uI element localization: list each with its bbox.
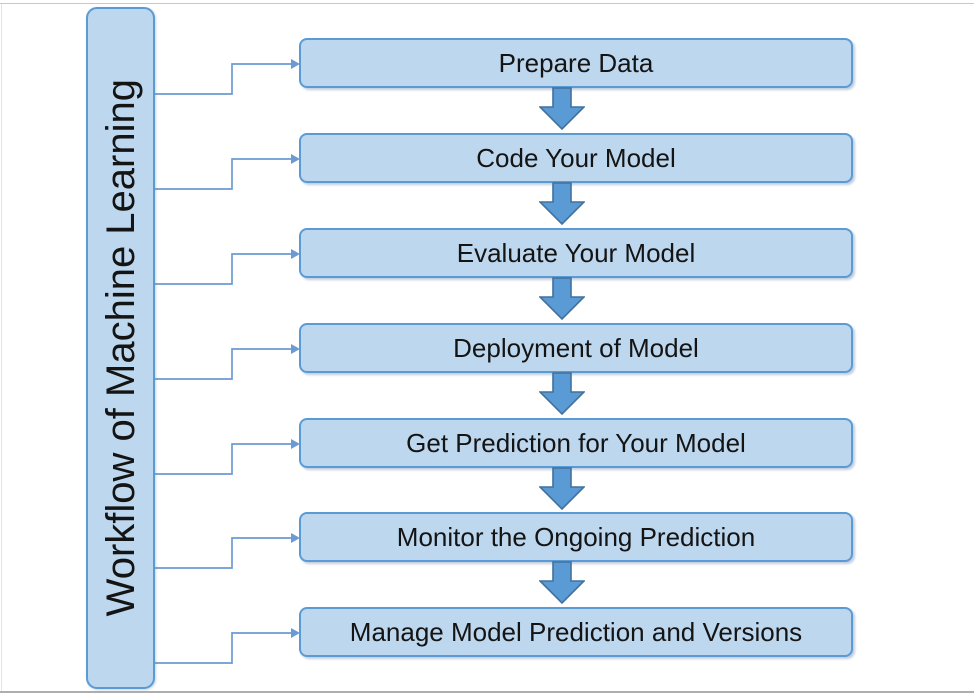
step-box-evaluate-your-model: Evaluate Your Model <box>299 228 853 278</box>
down-arrow-icon <box>539 372 585 416</box>
step-box-manage-versions: Manage Model Prediction and Versions <box>299 607 853 657</box>
page-top-border <box>0 3 974 4</box>
elbow-connector <box>155 628 300 664</box>
page-bottom-border <box>0 691 974 693</box>
step-box-code-your-model: Code Your Model <box>299 133 853 183</box>
down-arrow-icon <box>539 182 585 226</box>
step-box-prepare-data: Prepare Data <box>299 38 853 88</box>
elbow-connector <box>155 154 300 190</box>
step-label: Evaluate Your Model <box>456 237 696 268</box>
down-arrow-icon <box>539 561 585 605</box>
step-label: Get Prediction for Your Model <box>406 427 746 458</box>
step-label: Monitor the Ongoing Prediction <box>396 521 756 552</box>
elbow-connector <box>155 59 300 95</box>
step-label: Deployment of Model <box>453 332 699 363</box>
step-box-deployment-of-model: Deployment of Model <box>299 323 853 373</box>
elbow-connector <box>155 439 300 475</box>
workflow-title: Workflow of Machine Learning <box>98 79 143 617</box>
step-box-monitor-prediction: Monitor the Ongoing Prediction <box>299 512 853 562</box>
down-arrow-icon <box>539 277 585 321</box>
step-box-get-prediction: Get Prediction for Your Model <box>299 418 853 468</box>
down-arrow-icon <box>539 467 585 511</box>
down-arrow-icon <box>539 87 585 131</box>
elbow-connector <box>155 344 300 380</box>
elbow-connector <box>155 249 300 285</box>
page-left-border <box>1 4 2 691</box>
workflow-title-panel: Workflow of Machine Learning <box>86 7 155 689</box>
elbow-connector <box>155 533 300 569</box>
step-label: Code Your Model <box>476 142 676 173</box>
step-label: Manage Model Prediction and Versions <box>349 616 803 647</box>
step-label: Prepare Data <box>498 47 654 78</box>
